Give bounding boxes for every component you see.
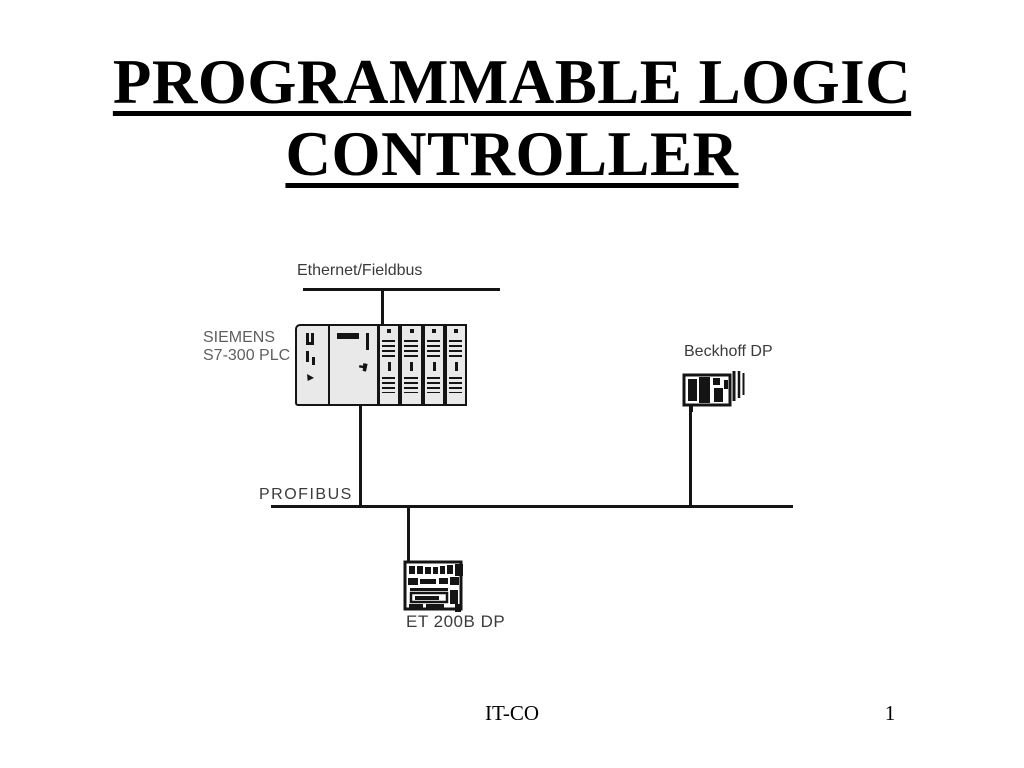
footer-text: IT-CO <box>484 701 540 725</box>
plc-io-module-3 <box>420 326 443 404</box>
beckhoff-device-image <box>682 367 746 414</box>
ethernet-bus-line <box>303 288 500 291</box>
title-line-2: CONTROLLER <box>0 118 1024 190</box>
psu-led-mark-icon <box>306 351 309 362</box>
plc-io-module-1 <box>380 326 399 404</box>
siemens-plc-label-line2: S7-300 PLC <box>203 347 291 364</box>
beckhoff-to-profibus-drop-line <box>689 412 692 505</box>
plc-io-module-4 <box>442 326 465 404</box>
psu-arrow-icon <box>307 374 314 381</box>
siemens-plc-label-line1: SIEMENS <box>203 329 276 346</box>
ethernet-bus-label: Ethernet/Fieldbus <box>297 262 423 279</box>
page-number: 1 <box>884 701 896 725</box>
plc-io-section <box>380 326 465 404</box>
plc-cpu-module <box>330 326 380 404</box>
cpu-display-icon <box>337 333 359 339</box>
et200b-device-image <box>403 560 469 613</box>
ethernet-to-plc-drop-line <box>381 291 384 326</box>
slide-title: PROGRAMMABLE LOGIC CONTROLLER <box>0 46 1024 190</box>
beckhoff-device-icon <box>682 371 745 412</box>
profibus-bus-label: PROFIBUS <box>259 486 353 503</box>
title-line-1: PROGRAMMABLE LOGIC <box>0 46 1024 118</box>
et200b-device-icon <box>403 560 463 612</box>
et200b-label: ET 200B DP <box>406 612 506 631</box>
cpu-connector-icon <box>366 333 369 350</box>
title-line-2-text: CONTROLLER <box>285 119 739 189</box>
psu-switch-icon <box>306 333 314 345</box>
profibus-to-et200b-drop-line <box>407 508 410 562</box>
siemens-plc-label: SIEMENS S7-300 PLC <box>203 329 290 365</box>
title-line-1-text: PROGRAMMABLE LOGIC <box>112 47 912 117</box>
profibus-bus-line <box>271 505 793 508</box>
beckhoff-label: Beckhoff DP <box>684 343 773 360</box>
plc-power-supply-module <box>297 326 330 404</box>
cpu-logo-icon <box>358 362 367 371</box>
plc-io-module-2 <box>398 326 421 404</box>
plc-to-profibus-drop-line <box>359 406 362 507</box>
psu-led-mark2-icon <box>312 357 315 365</box>
s7-300-plc-rack-image <box>295 324 467 406</box>
